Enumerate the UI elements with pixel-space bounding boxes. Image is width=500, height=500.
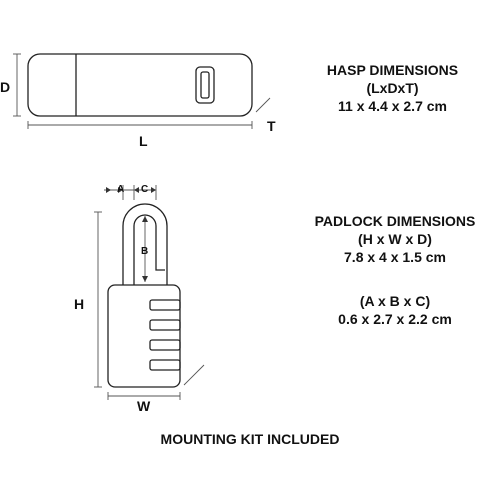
padlock-dial-3 <box>149 339 181 351</box>
padlock-dimensions-subtitle: (H x W x D) <box>358 231 432 247</box>
hasp-slot <box>195 66 215 104</box>
padlock-dial-1 <box>149 299 181 311</box>
padlock-shackle-outer <box>122 203 168 285</box>
hasp-dimensions-title: HASP DIMENSIONS <box>326 62 459 78</box>
padlock-d-line <box>183 364 205 386</box>
hasp-drawing <box>27 53 253 117</box>
hasp-dimensions-values: 11 x 4.4 x 2.7 cm <box>338 98 447 114</box>
padlock-dimensions-values: 7.8 x 4 x 1.5 cm <box>344 249 446 265</box>
hasp-dimensions-subtitle: (LxDxT) <box>366 80 419 96</box>
hasp-label-d: D <box>0 79 11 95</box>
hasp-dimensions-block: HASP DIMENSIONS (LxDxT) 11 x 4.4 x 2.7 c… <box>300 61 485 115</box>
hasp-slot-inner <box>200 71 210 99</box>
shackle-dimensions-subtitle: (A x B x C) <box>359 293 431 309</box>
hasp-plate <box>27 53 253 117</box>
padlock-dimensions-block: PADLOCK DIMENSIONS (H x W x D) 7.8 x 4 x… <box>300 212 490 266</box>
hasp-label-t: T <box>267 118 276 134</box>
padlock-label-a: A <box>117 184 125 195</box>
padlock-label-b: B <box>141 246 149 257</box>
padlock-shackle-inner <box>133 214 165 285</box>
padlock-label-h: H <box>74 296 85 312</box>
hasp-t-line <box>255 97 271 113</box>
padlock-dimension-lines <box>94 185 205 400</box>
mounting-kit-note: MOUNTING KIT INCLUDED <box>160 431 340 447</box>
hasp-label-l: L <box>139 133 148 149</box>
padlock-dimensions-title: PADLOCK DIMENSIONS <box>314 213 476 229</box>
shackle-dimensions-block: (A x B x C) 0.6 x 2.7 x 2.2 cm <box>300 292 490 328</box>
padlock-label-w: W <box>137 398 151 414</box>
shackle-dimensions-values: 0.6 x 2.7 x 2.2 cm <box>338 311 452 327</box>
padlock-dial-4 <box>149 359 181 371</box>
padlock-drawing <box>107 203 181 388</box>
hasp-dimension-lines <box>13 53 271 129</box>
dimension-arrowheads <box>106 187 156 282</box>
padlock-dial-2 <box>149 319 181 331</box>
padlock-label-c: C <box>141 184 149 195</box>
padlock-body <box>107 284 181 388</box>
